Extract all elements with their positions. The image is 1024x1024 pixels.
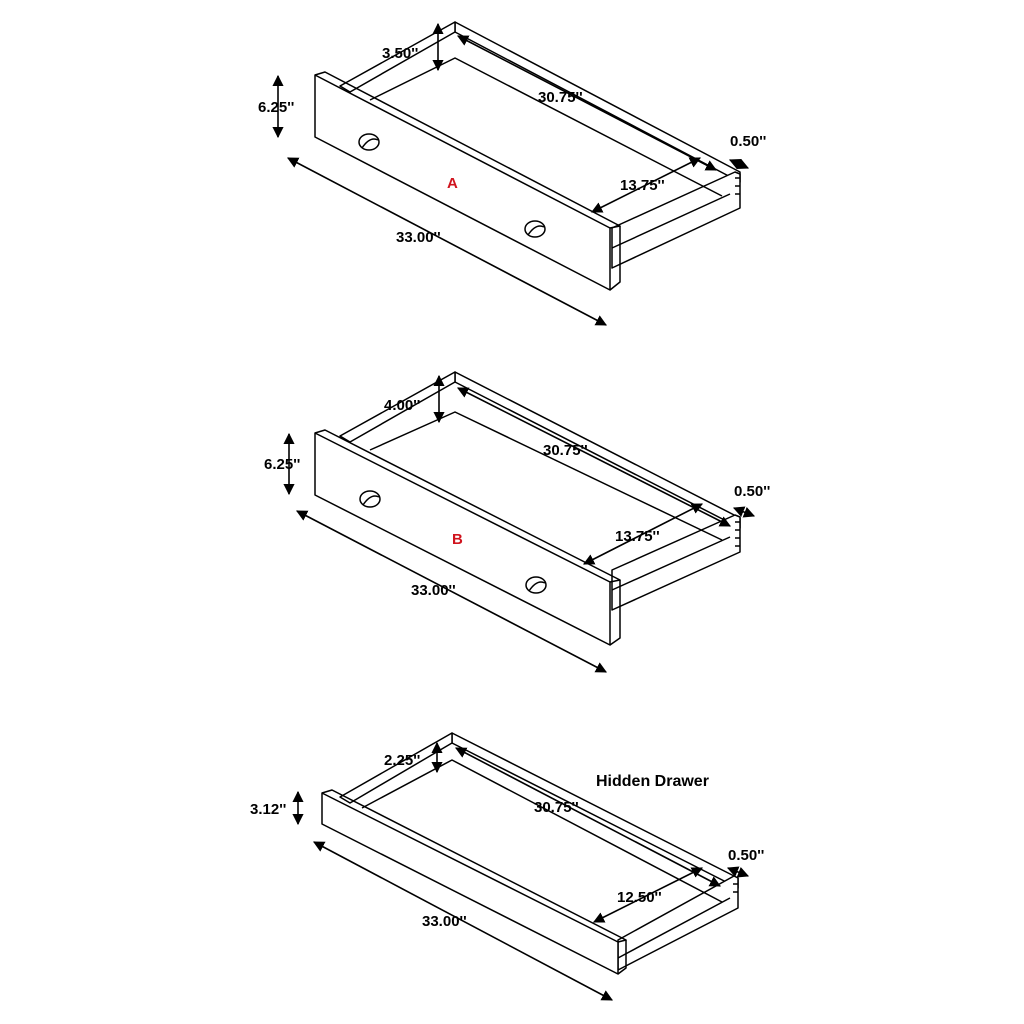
drawer-a-thickness-label: 0.50'' bbox=[730, 133, 766, 150]
drawer-a-length-arrow bbox=[457, 35, 717, 171]
drawer-a-back-panel bbox=[454, 21, 741, 183]
drawer-b-thickness-label: 0.50'' bbox=[734, 483, 770, 500]
drawer-b-thickness-arrow bbox=[732, 506, 756, 518]
drawer-b-front-width-arrow bbox=[296, 510, 607, 673]
drawer-b-knob-left bbox=[359, 490, 381, 508]
drawer-hidden-length-arrow bbox=[455, 747, 721, 887]
drawer-b-back-panel bbox=[454, 371, 741, 529]
drawer-hidden-width-label: 12.50'' bbox=[617, 889, 662, 906]
drawer-a-knob-left bbox=[358, 133, 380, 151]
drawer-hidden-thickness-arrow bbox=[726, 866, 750, 878]
drawer-b-length-arrow bbox=[457, 387, 731, 527]
drawer-hidden-front-width-arrow bbox=[313, 841, 613, 1001]
drawer-hidden-height-label: 3.12'' bbox=[250, 801, 286, 818]
drawer-a-front-width-label: 33.00'' bbox=[396, 229, 441, 246]
drawer-a-front-panel bbox=[314, 74, 611, 291]
drawer-a: 6.25'' 3.50'' 30.75'' 13.75'' 0.50'' 33.… bbox=[258, 21, 766, 326]
drawer-hidden-back-panel bbox=[451, 732, 739, 889]
drawer-a-right-side bbox=[611, 171, 741, 269]
drawer-a-height-label: 6.25'' bbox=[258, 99, 294, 116]
drawer-b-length-label: 30.75'' bbox=[543, 442, 588, 459]
drawer-a-thickness-arrow bbox=[728, 158, 750, 170]
drawer-hidden-thickness-label: 0.50'' bbox=[728, 847, 764, 864]
drawer-hidden-front-right-edge bbox=[617, 940, 627, 975]
drawer-a-left-side bbox=[339, 21, 456, 93]
drawer-a-bottom-rail bbox=[611, 193, 731, 249]
drawer-hidden-front-width-label: 33.00'' bbox=[422, 913, 467, 930]
drawer-b-letter: B bbox=[452, 531, 463, 548]
drawer-hidden-front-panel bbox=[321, 792, 619, 975]
drawer-b-knob-right bbox=[525, 576, 547, 594]
drawer-a-width-arrow bbox=[590, 157, 702, 213]
drawer-a-knob-right bbox=[524, 220, 546, 238]
drawer-a-front-right-edge bbox=[609, 226, 621, 291]
drawer-a-dovetail bbox=[735, 177, 740, 195]
drawer-a-length-label: 30.75'' bbox=[538, 89, 583, 106]
drawer-a-front-width-arrow bbox=[287, 157, 607, 326]
drawer-b-front-width-label: 33.00'' bbox=[411, 582, 456, 599]
drawer-hidden-bottom-rail bbox=[617, 897, 731, 959]
drawer-hidden-left-side bbox=[339, 732, 453, 804]
drawer-b-front-right-edge bbox=[609, 580, 621, 646]
drawer-hidden: Hidden Drawer 3.12'' 2.25'' 30.75'' 12.5… bbox=[250, 732, 764, 1001]
drawer-b-dovetail bbox=[735, 521, 740, 547]
drawer-b-height-label: 6.25'' bbox=[264, 456, 300, 473]
drawer-b-width-label: 13.75'' bbox=[615, 528, 660, 545]
drawer-a-letter: A bbox=[447, 175, 458, 192]
drawer-a-width-label: 13.75'' bbox=[620, 177, 665, 194]
drawer-b-left-side bbox=[339, 371, 456, 443]
drawer-hidden-length-label: 30.75'' bbox=[534, 799, 579, 816]
drawer-a-inner-depth-label: 3.50'' bbox=[382, 45, 418, 62]
drawer-b: 6.25'' 4.00'' 30.75'' 13.75'' 0.50'' 33.… bbox=[264, 371, 770, 673]
drawer-hidden-inner-depth-label: 2.25'' bbox=[384, 752, 420, 769]
drawer-hidden-dovetail bbox=[733, 883, 738, 893]
drawer-b-inner-depth-label: 4.00'' bbox=[384, 397, 420, 414]
drawer-hidden-title: Hidden Drawer bbox=[596, 773, 709, 790]
